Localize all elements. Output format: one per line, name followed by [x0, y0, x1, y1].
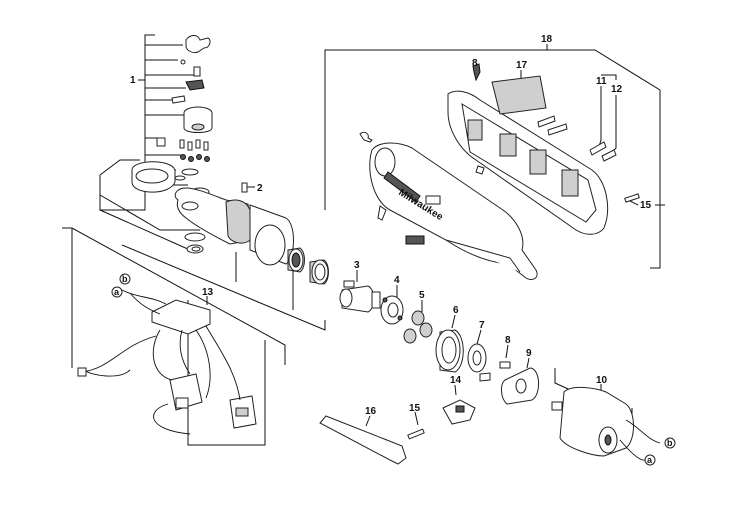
ratchet-neck-housing: [174, 182, 294, 266]
callout-10: 10: [596, 375, 608, 386]
callout-8-lower: 8: [505, 335, 511, 346]
callout-14: 14: [450, 375, 462, 386]
wire-label-b-right: b: [667, 438, 673, 448]
callout-12: 12: [611, 84, 623, 95]
part-8-screws: [472, 63, 511, 382]
part-9-motor-plate: [501, 367, 539, 405]
part-10-motor: [551, 386, 676, 466]
wire-label-a-left: a: [114, 287, 120, 297]
part-1-head-assembly: [131, 35, 213, 197]
part-14-clip: [442, 399, 476, 425]
part-16-bar: [319, 415, 407, 465]
callout-labels: 1 2 3 4 5 6 7 8 9 10 11 12 13 14 15 15 1…: [130, 34, 652, 417]
callout-1: 1: [130, 75, 136, 86]
leader-lines: [62, 34, 665, 446]
callout-8-upper: 8: [472, 58, 478, 69]
callout-2: 2: [257, 183, 263, 194]
part-15-pin: [407, 193, 640, 440]
callout-17: 17: [516, 60, 528, 71]
part-3-shaft: [339, 280, 381, 313]
callout-9: 9: [526, 348, 532, 359]
callout-6: 6: [453, 305, 459, 316]
part-13-switch-assembly: [77, 273, 257, 435]
callout-18: 18: [541, 34, 553, 45]
part-6-ring-gear: [435, 329, 464, 373]
part-4-carrier: [380, 295, 404, 325]
callout-13: 13: [202, 287, 214, 298]
callout-5: 5: [419, 290, 425, 301]
part-7-washer: [467, 343, 487, 373]
part-18-housing: Milwaukee: [359, 75, 617, 281]
bearing-parts: [287, 247, 329, 285]
callout-15-lower: 15: [409, 403, 421, 414]
part-5-planet-gears: [403, 310, 433, 344]
callout-11: 11: [596, 76, 607, 87]
callout-7: 7: [479, 320, 485, 331]
wire-label-b-left: b: [122, 274, 128, 284]
callout-16: 16: [365, 406, 377, 417]
wire-terminal-labels: b a b a: [114, 274, 673, 465]
callout-4: 4: [394, 275, 400, 286]
callout-3: 3: [354, 260, 360, 271]
wire-label-a-right: a: [647, 455, 653, 465]
callout-15-right: 15: [640, 200, 652, 211]
